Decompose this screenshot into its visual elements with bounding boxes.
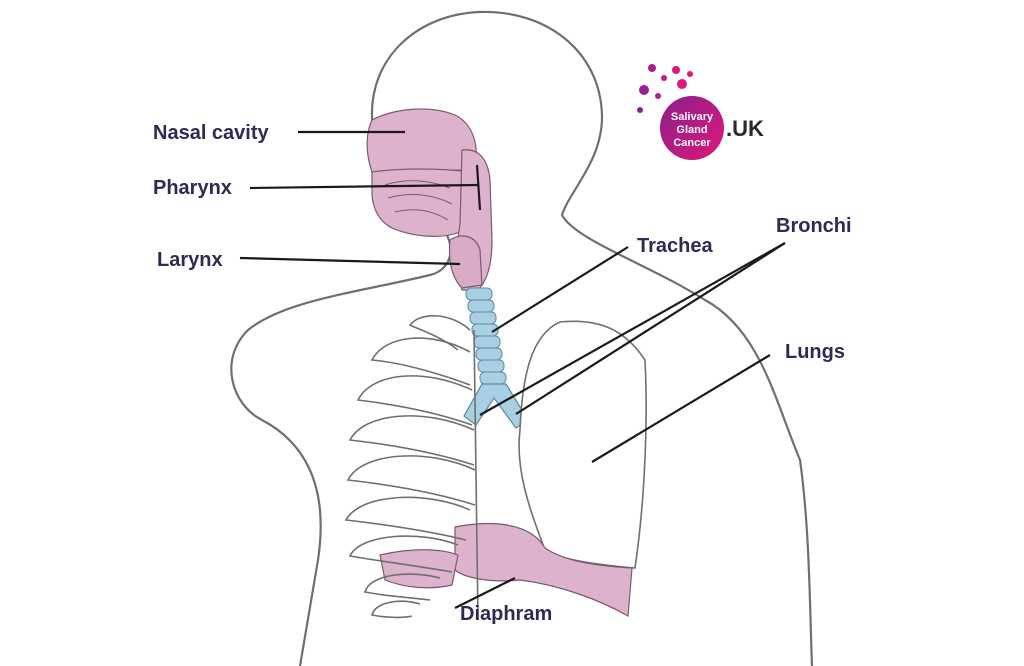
- label-nasal-cavity: Nasal cavity: [153, 122, 270, 144]
- diaphragm-left: [379, 549, 459, 589]
- logo-line-3: Cancer: [673, 137, 711, 149]
- salivary-gland-cancer-logo[interactable]: Salivary Gland Cancer .UK: [637, 64, 764, 160]
- larynx-shape: [448, 235, 483, 289]
- nasal-cavity-shape: [366, 108, 477, 173]
- label-bronchi: Bronchi: [776, 215, 852, 237]
- label-pharynx: Pharynx: [153, 177, 232, 199]
- lung-outline: [518, 320, 647, 569]
- logo-dots: [637, 64, 693, 113]
- bronchi-shape: [463, 383, 529, 429]
- label-larynx: Larynx: [157, 249, 223, 271]
- logo-suffix: .UK: [726, 116, 764, 141]
- ribcage: [344, 315, 479, 621]
- trachea-rings: [465, 287, 507, 385]
- label-lungs: Lungs: [785, 341, 845, 363]
- diaphragm-shape: [454, 522, 633, 617]
- label-trachea: Trachea: [637, 235, 713, 257]
- logo-circle: [660, 96, 724, 160]
- logo-line-1: Salivary: [671, 111, 714, 123]
- label-diaphram: Diaphram: [460, 603, 552, 625]
- logo-line-2: Gland: [676, 124, 707, 136]
- leader-lines: [239, 130, 786, 609]
- oral-cavity-shape: [371, 168, 472, 237]
- body-silhouette: [230, 10, 814, 666]
